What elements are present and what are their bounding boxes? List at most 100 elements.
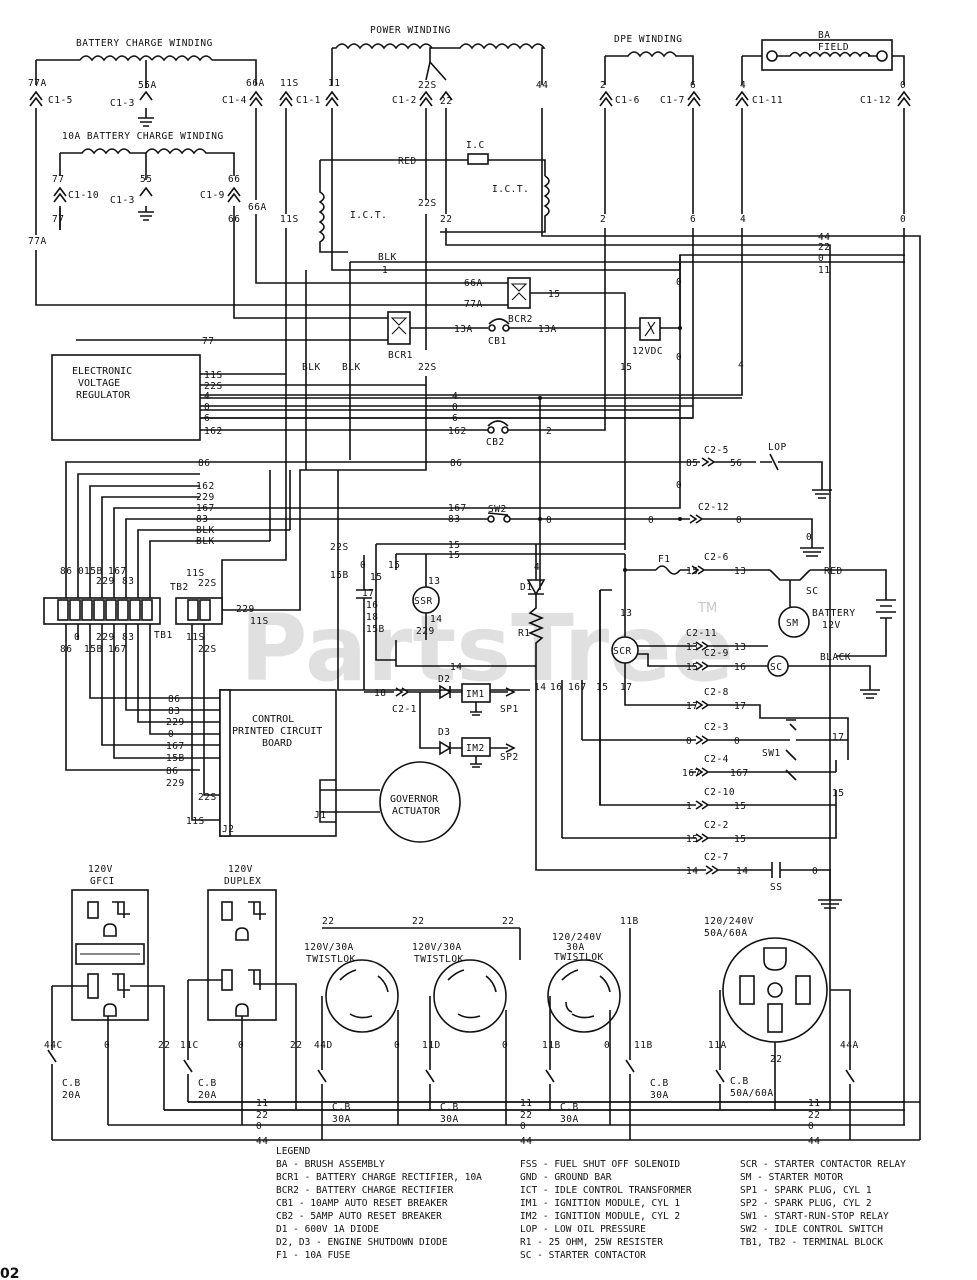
wire-77a-bcr2: 77A xyxy=(464,299,483,310)
harness-167-a: 167 xyxy=(196,503,215,514)
brk-0-d: 0 xyxy=(502,1040,508,1051)
wire-16-v: 16 xyxy=(550,682,562,693)
harness-162: 162 xyxy=(196,481,215,492)
wire-16-c29: 16 xyxy=(734,662,746,673)
evr-wire-162: 162 xyxy=(204,426,223,437)
scr-17: 17 xyxy=(620,682,632,693)
wire-13-c211: 13 xyxy=(686,642,698,653)
legend-entry: TB1, TB2 - TERMINAL BLOCK xyxy=(740,1237,883,1248)
bus-bottom-11-b: 11 xyxy=(520,1098,532,1109)
wire-55-a: 55 xyxy=(140,174,152,185)
brk-11c: 11C xyxy=(180,1040,199,1051)
wire-15-c22-r: 15 xyxy=(734,834,746,845)
wire-15-c29: 15 xyxy=(686,662,698,673)
c1-7: C1-7 xyxy=(660,95,685,106)
outlet-gfci: 120V GFCI xyxy=(52,864,165,1040)
bus-11: 11 xyxy=(818,265,830,276)
wire-14-v: 14 xyxy=(534,682,546,693)
wire-0-v3: 0 xyxy=(676,480,682,491)
cb2-label: CB2 xyxy=(486,437,505,448)
gfci-label-2: GFCI xyxy=(90,876,115,887)
wire-blk-c: BLK xyxy=(342,362,361,373)
wire-22s-mid: 22S xyxy=(418,198,437,209)
bus-bottom-11-c: 11 xyxy=(808,1098,820,1109)
sp2-label: SP2 xyxy=(500,752,519,763)
c2-2: C2-2 xyxy=(704,820,729,831)
wire-13a-right: 13A xyxy=(538,324,557,335)
wire-77a: 77A xyxy=(28,78,47,89)
wire-15-c: 15 xyxy=(370,572,382,583)
ground-symbols-top xyxy=(138,108,154,221)
pcb-11s: 11S xyxy=(186,816,205,827)
battery-label: BATTERY xyxy=(812,608,856,619)
bus-bottom-44-b: 44 xyxy=(520,1136,532,1147)
twist1-label-2: TWISTLOK xyxy=(306,954,356,965)
pcb-167: 167 xyxy=(166,741,185,752)
c1-12: C1-12 xyxy=(860,95,891,106)
pcb-label-2: PRINTED CIRCUIT xyxy=(232,726,322,737)
cb20-a-1: C.B xyxy=(62,1078,81,1089)
legend-entry: SP1 - SPARK PLUG, CYL 1 xyxy=(740,1185,872,1196)
wire-77-b: 77 xyxy=(52,214,64,225)
harness-86-b: 86 xyxy=(450,458,462,469)
pcb-0: 0 xyxy=(168,729,174,740)
scr-13: 13 xyxy=(620,608,632,619)
ssr-relay: 15 15 SSR 13 14 229 0 15 15 17 16 18 15B… xyxy=(330,470,625,691)
wire-15-c210: 15 xyxy=(734,801,746,812)
c2-1: C2-1 xyxy=(392,704,417,715)
wire-167-v: 167 xyxy=(568,682,587,693)
wire-22-top: 22 xyxy=(440,96,452,107)
watermark-tm: TM xyxy=(697,601,717,616)
ict-transformer: I.C RED I.C.T. I.C.T. xyxy=(318,140,550,253)
wire-0-top: 0 xyxy=(900,80,906,91)
electronic-voltage-regulator: ELECTRONIC VOLTAGE REGULATOR 11S 22S 4 0… xyxy=(51,277,744,448)
battery-black-label: BLACK xyxy=(820,652,851,663)
evr-label-2: VOLTAGE xyxy=(78,378,120,389)
ssr-229: 229 xyxy=(416,626,435,637)
evr-wire-11s: 11S xyxy=(204,370,223,381)
lop-label: LOP xyxy=(768,442,787,453)
bus-bottom-0-c: 0 xyxy=(808,1121,814,1132)
brk-11d: 11D xyxy=(422,1040,441,1051)
wire-11-top: 11 xyxy=(328,78,340,89)
wire-15b-left: 15B xyxy=(330,570,349,581)
wire-15-d: 15 xyxy=(388,560,400,571)
wire-44-top: 44 xyxy=(536,80,548,91)
scr-label: SCR xyxy=(613,646,632,657)
tb1-label: TB1 xyxy=(154,630,173,641)
c2-11: C2-11 xyxy=(686,628,717,639)
wire-15-a: 15 xyxy=(448,540,460,551)
twist3-label-2: 30A xyxy=(566,942,585,953)
wire-15-sw1: 15 xyxy=(832,788,844,799)
bus-bottom-22-c: 22 xyxy=(808,1110,820,1121)
twist2-label-2: TWISTLOK xyxy=(414,954,464,965)
ignition-modules: 18 C2-1 D2 D3 IM1 IM2 SP1 SP2 xyxy=(364,674,519,768)
c2-3: C2-3 xyxy=(704,722,729,733)
outlet-duplex: 120V DUPLEX xyxy=(188,864,297,1040)
legend-entry: SW1 - START-RUN-STOP RELAY xyxy=(740,1211,889,1222)
scr-relay: F1 15 C2-6 13 SCR 13 17 C2-11 C2-11 13 1… xyxy=(599,552,896,806)
power-winding: POWER WINDING xyxy=(331,25,546,85)
wire-15-c22: 15 xyxy=(686,834,698,845)
wire-18-ssr: 18 xyxy=(366,612,378,623)
twist3-label-3: TWISTLOK xyxy=(554,952,604,963)
wire-17-c28: 17 xyxy=(686,701,698,712)
twist-22-c: 22 xyxy=(502,916,514,927)
legend-title: LEGEND xyxy=(276,1146,311,1157)
cb30-a-1: C.B xyxy=(332,1102,351,1113)
d1-r1: D1 R1 4 14 xyxy=(518,544,700,871)
tb2-11s-top: 11S xyxy=(186,568,205,579)
wire-13a-left: 13A xyxy=(454,324,473,335)
tb2-label: TB2 xyxy=(170,582,189,593)
wire-6-mid: 6 xyxy=(690,214,696,225)
bus-0: 0 xyxy=(818,253,824,264)
tb1-0-top: 0 xyxy=(78,566,84,577)
wire-11s-mid: 11S xyxy=(280,214,299,225)
c1-connectors-top: C1-5 C1-3 C1-4 C1-1 11S 11 C1-2 22S 22 4… xyxy=(29,78,911,109)
legend-entry: IM1 - IGNITION MODULE, CYL 1 xyxy=(520,1198,680,1209)
right-bus-labels: 44 22 0 11 BLK 1 xyxy=(305,232,905,470)
brk-0-e: 0 xyxy=(604,1040,610,1051)
wire-2-mid: 2 xyxy=(600,214,606,225)
dpe-winding: DPE WINDING xyxy=(604,34,694,85)
